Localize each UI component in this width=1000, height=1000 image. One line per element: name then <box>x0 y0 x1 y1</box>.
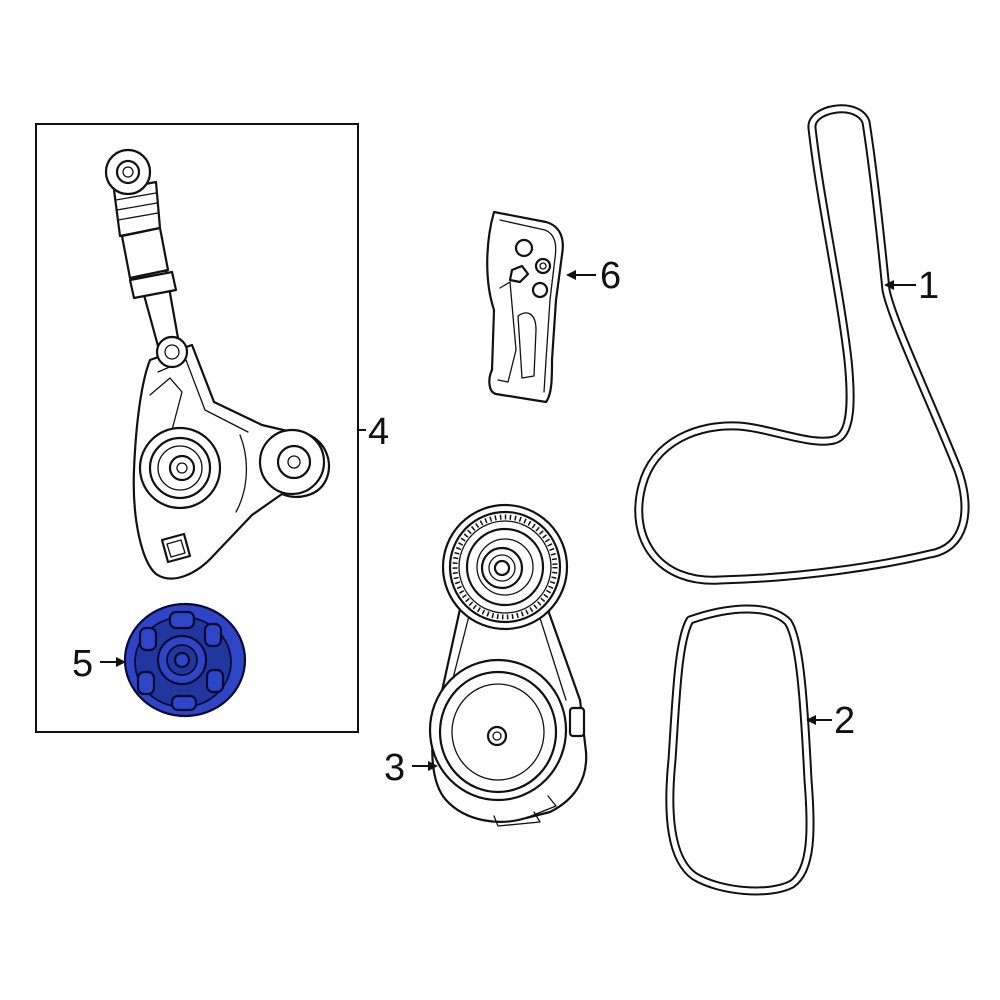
leader-lines <box>100 270 916 771</box>
belt-small <box>665 604 815 896</box>
callout-3: 3 <box>384 747 405 789</box>
callout-2: 2 <box>834 700 855 742</box>
tensioner-arm-assembly <box>104 148 331 580</box>
belt-tensioner <box>428 503 588 827</box>
tensioner-bracket <box>486 210 564 404</box>
group-box-4 <box>35 123 359 733</box>
callout-4: 4 <box>368 411 389 453</box>
idler-pulley-highlighted[interactable] <box>123 602 247 718</box>
callout-1: 1 <box>918 265 939 307</box>
callout-5: 5 <box>72 643 93 685</box>
callout-6: 6 <box>600 255 621 297</box>
serpentine-belt-large <box>634 104 970 585</box>
